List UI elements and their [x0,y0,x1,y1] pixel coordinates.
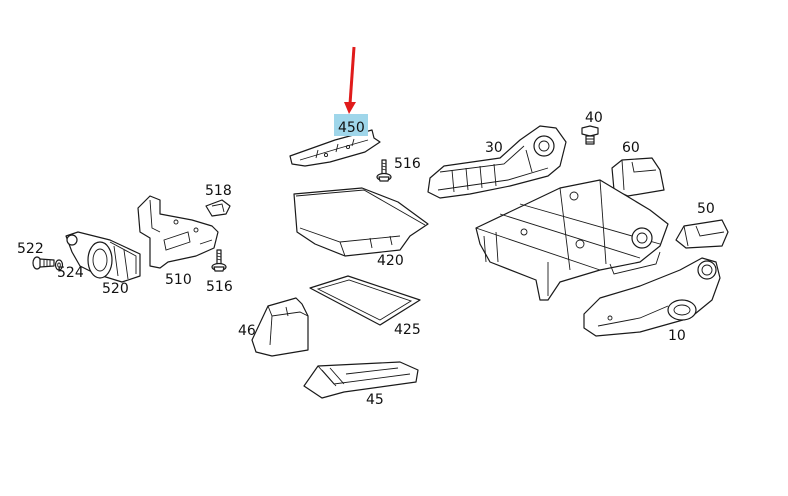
part-420-seat-pan[interactable] [293,187,429,257]
part-50-cover[interactable] [675,219,729,249]
part-60-cover[interactable] [611,157,665,197]
label-516-top[interactable]: 516 [394,156,421,172]
label-46[interactable]: 46 [238,323,256,339]
part-516-screw-top[interactable] [376,159,392,182]
label-45[interactable]: 45 [366,392,384,408]
label-516-bottom[interactable]: 516 [206,279,233,295]
part-425-frame[interactable] [309,275,421,326]
part-40-bolt[interactable] [581,125,599,145]
label-40[interactable]: 40 [585,110,603,126]
label-60[interactable]: 60 [622,140,640,156]
label-450[interactable]: 450 [338,120,365,136]
part-516-screw-bottom[interactable] [211,249,227,272]
part-45-trim[interactable] [303,361,419,399]
label-10[interactable]: 10 [668,328,686,344]
label-524[interactable]: 524 [57,265,84,281]
label-30[interactable]: 30 [485,140,503,156]
red-arrow-icon [344,46,356,114]
part-518-clip[interactable] [205,199,231,217]
label-518[interactable]: 518 [205,183,232,199]
part-520-motor[interactable] [65,231,141,283]
part-510-bracket[interactable] [137,195,219,269]
part-10-side-panel[interactable] [583,257,721,337]
label-425[interactable]: 425 [394,322,421,338]
label-50[interactable]: 50 [697,201,715,217]
label-520[interactable]: 520 [102,281,129,297]
part-46-cover[interactable] [251,297,309,357]
label-450-highlight [334,114,368,136]
part-30-backrest-frame[interactable] [427,125,567,199]
part-524-washer[interactable] [54,259,64,271]
seat-frame-assembly[interactable] [475,179,669,301]
label-522[interactable]: 522 [17,241,44,257]
label-420[interactable]: 420 [377,253,404,269]
label-510[interactable]: 510 [165,272,192,288]
part-522-bolt[interactable] [32,256,55,270]
